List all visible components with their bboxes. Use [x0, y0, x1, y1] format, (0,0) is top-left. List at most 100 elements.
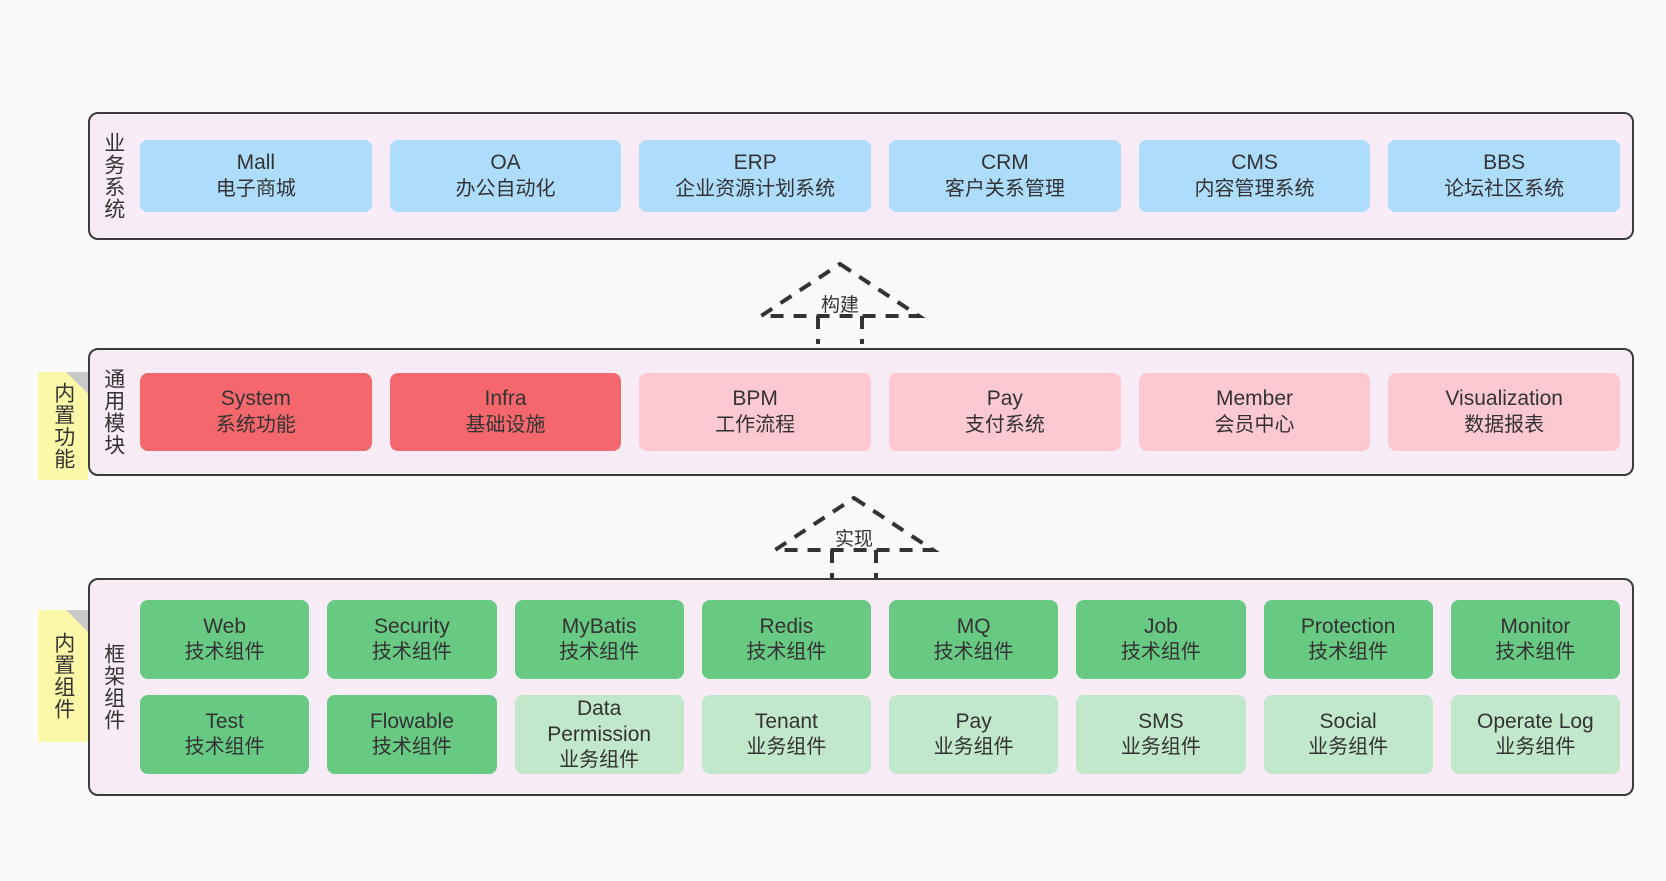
layer-business-systems: 业务系统 Mall 电子商城 OA 办公自动化 ERP 企业资源计划系统 CRM… [88, 112, 1634, 240]
module-card-crm[interactable]: CRM 客户关系管理 [889, 140, 1121, 212]
module-subtitle: 内容管理系统 [1194, 177, 1315, 200]
module-subtitle: 系统功能 [215, 413, 296, 436]
module-card-system[interactable]: System 系统功能 [140, 373, 372, 451]
module-subtitle: 工作流程 [715, 413, 796, 436]
module-title: Pay [986, 387, 1023, 411]
module-card-security[interactable]: Security 技术组件 [327, 600, 497, 679]
module-subtitle: 电子商城 [215, 177, 296, 200]
module-subtitle: 技术组件 [1495, 641, 1576, 664]
module-subtitle: 业务组件 [559, 749, 640, 772]
module-card-infra[interactable]: Infra 基础设施 [389, 373, 622, 451]
module-title: Mall [236, 151, 276, 175]
module-title: SMS [1138, 709, 1184, 733]
connector-build-label: 构建 [820, 295, 860, 316]
module-card-social[interactable]: Social 业务组件 [1263, 695, 1433, 774]
module-card-mybatis[interactable]: MyBatis 技术组件 [514, 600, 684, 679]
connector-implement: 实现 [768, 495, 940, 578]
module-subtitle: 技术组件 [559, 641, 640, 664]
module-card-sms[interactable]: SMS 业务组件 [1076, 695, 1246, 774]
module-card-pay-business[interactable]: Pay 业务组件 [889, 695, 1059, 774]
module-title: Test [205, 709, 244, 733]
module-title: Web [203, 614, 247, 638]
module-card-data-permission[interactable]: Data Permission 业务组件 [514, 695, 684, 774]
module-subtitle: 技术组件 [184, 641, 265, 664]
module-subtitle: 论坛社区系统 [1444, 177, 1565, 200]
module-title: BPM [732, 387, 778, 411]
module-title: Redis [759, 614, 814, 638]
module-card-visualization[interactable]: Visualization 数据报表 [1388, 373, 1621, 451]
module-subtitle: 办公自动化 [455, 177, 556, 200]
module-subtitle: 业务组件 [746, 736, 827, 759]
module-title: Flowable [369, 709, 454, 733]
module-title: Pay [955, 709, 992, 733]
layer-common-modules-label: 通用模块 [101, 368, 125, 456]
connector-implement-label: 实现 [834, 529, 874, 550]
module-subtitle: 支付系统 [964, 413, 1045, 436]
module-title: Security [373, 614, 450, 638]
layer-business-systems-body: Mall 电子商城 OA 办公自动化 ERP 企业资源计划系统 CRM 客户关系… [136, 114, 1632, 238]
module-title: ERP [733, 151, 777, 175]
module-subtitle: 业务组件 [1308, 736, 1389, 759]
module-subtitle: 技术组件 [1120, 641, 1201, 664]
module-subtitle: 企业资源计划系统 [675, 177, 836, 200]
module-title: BBS [1483, 151, 1526, 175]
module-title: Protection [1300, 614, 1396, 638]
module-title: Social [1319, 709, 1377, 733]
module-title: System [220, 387, 291, 411]
module-card-bpm[interactable]: BPM 工作流程 [639, 373, 872, 451]
module-card-tenant[interactable]: Tenant 业务组件 [701, 695, 871, 774]
module-title: Monitor [1500, 614, 1571, 638]
module-title: Visualization [1445, 387, 1563, 411]
note-builtin-features-label: 内置功能 [51, 382, 75, 470]
module-subtitle: 技术组件 [371, 641, 452, 664]
layer-framework-components: 框架组件 Web 技术组件 Security 技术组件 MyBatis 技术组件… [88, 578, 1634, 796]
module-card-member[interactable]: Member 会员中心 [1138, 373, 1371, 451]
note-fold-icon [66, 610, 88, 632]
module-card-erp[interactable]: ERP 企业资源计划系统 [639, 140, 872, 212]
module-subtitle: 技术组件 [746, 641, 827, 664]
module-subtitle: 基础设施 [465, 413, 546, 436]
module-subtitle: 客户关系管理 [944, 177, 1065, 200]
generalization-arrowhead [768, 495, 940, 552]
module-card-pay[interactable]: Pay 支付系统 [889, 373, 1121, 451]
module-card-cms[interactable]: CMS 内容管理系统 [1138, 140, 1371, 212]
note-builtin-components-label: 内置组件 [51, 632, 75, 720]
module-title: MQ [956, 614, 991, 638]
module-card-bbs[interactable]: BBS 论坛社区系统 [1388, 140, 1621, 212]
layer-common-modules-body: System 系统功能 Infra 基础设施 BPM 工作流程 Pay 支付系统… [136, 350, 1632, 474]
module-card-monitor[interactable]: Monitor 技术组件 [1450, 600, 1620, 679]
module-title: Member [1216, 387, 1294, 411]
module-title: Job [1143, 614, 1178, 638]
module-subtitle: 业务组件 [933, 736, 1014, 759]
module-subtitle: 技术组件 [184, 736, 265, 759]
module-card-mall[interactable]: Mall 电子商城 [140, 140, 372, 212]
module-subtitle: 技术组件 [933, 641, 1014, 664]
framework-business-components-row: Test 技术组件 Flowable 技术组件 Data Permission … [140, 695, 1620, 774]
module-title: CMS [1231, 151, 1278, 175]
module-card-test[interactable]: Test 技术组件 [140, 695, 310, 774]
module-title: OA [490, 151, 521, 175]
connector-build: 构建 [754, 261, 926, 344]
module-title: Operate Log [1476, 709, 1594, 733]
module-subtitle: 技术组件 [1308, 641, 1389, 664]
layer-framework-components-body: Web 技术组件 Security 技术组件 MyBatis 技术组件 Redi… [136, 580, 1632, 794]
module-subtitle: 数据报表 [1464, 413, 1545, 436]
module-card-protection[interactable]: Protection 技术组件 [1263, 600, 1433, 679]
layer-framework-components-label: 框架组件 [101, 643, 125, 731]
module-title: Tenant [754, 709, 818, 733]
module-card-mq[interactable]: MQ 技术组件 [889, 600, 1059, 679]
module-title: MyBatis [561, 614, 637, 638]
module-card-redis[interactable]: Redis 技术组件 [701, 600, 871, 679]
note-builtin-features: 内置功能 [38, 372, 88, 480]
module-card-web[interactable]: Web 技术组件 [140, 600, 310, 679]
module-subtitle: 业务组件 [1120, 736, 1201, 759]
module-card-flowable[interactable]: Flowable 技术组件 [327, 695, 497, 774]
module-subtitle: 会员中心 [1214, 413, 1295, 436]
business-systems-row: Mall 电子商城 OA 办公自动化 ERP 企业资源计划系统 CRM 客户关系… [140, 140, 1621, 212]
generalization-arrowhead [754, 261, 926, 318]
module-card-operate-log[interactable]: Operate Log 业务组件 [1450, 695, 1620, 774]
module-subtitle: 业务组件 [1495, 736, 1576, 759]
module-card-job[interactable]: Job 技术组件 [1076, 600, 1246, 679]
module-card-oa[interactable]: OA 办公自动化 [389, 140, 622, 212]
module-title: CRM [980, 151, 1029, 175]
